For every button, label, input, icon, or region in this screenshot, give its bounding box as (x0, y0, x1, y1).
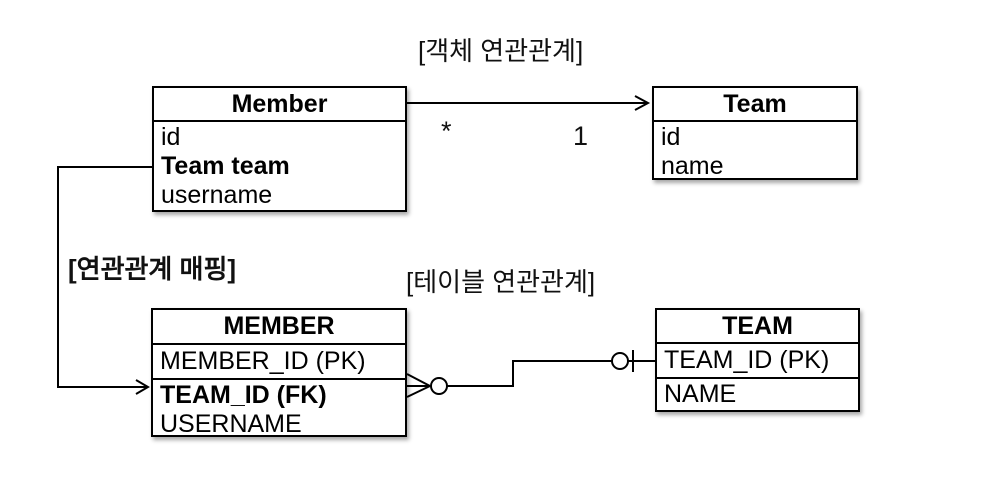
team-table-title: TEAM (657, 310, 858, 344)
fk-relationship-line (406, 350, 655, 398)
member-field-id: id (161, 123, 181, 151)
team-class-title: Team (654, 88, 856, 122)
team-pk-row: TEAM_ID (PK) (657, 344, 858, 379)
member-table-box: MEMBER MEMBER_ID (PK) TEAM_ID (FK) USERN… (151, 308, 407, 440)
member-pk-row: MEMBER_ID (PK) (153, 345, 405, 380)
arrowhead-icon (634, 95, 651, 111)
optional-circle-icon (430, 377, 448, 395)
multiplicity-one-label: 1 (573, 121, 589, 151)
member-class-fields: id Team team username (154, 122, 405, 211)
table-relation-title: [테이블 연관관계] (406, 267, 596, 297)
member-fk-row: TEAM_ID (FK) (160, 381, 327, 409)
team-table-box: TEAM TEAM_ID (PK) NAME (655, 308, 860, 412)
arrowhead-icon (135, 379, 150, 395)
team-class-box: Team id name (652, 86, 858, 180)
crow-foot-icon (406, 373, 431, 398)
member-class-box: Member id Team team username (152, 86, 407, 212)
multiplicity-many-label: * (441, 116, 452, 146)
mapping-label: [연관관계 매핑] (68, 254, 237, 284)
team-table-fields: NAME (657, 379, 858, 410)
member-username-row: USERNAME (160, 410, 302, 438)
optional-circle-icon (611, 352, 629, 370)
team-field-id: id (661, 123, 681, 151)
object-relation-title: [객체 연관관계] (418, 36, 584, 66)
member-table-title: MEMBER (153, 310, 405, 345)
member-table-fields: TEAM_ID (FK) USERNAME (153, 380, 405, 440)
team-name-row: NAME (664, 380, 737, 408)
object-association-arrow (407, 95, 651, 111)
member-field-username: username (161, 181, 273, 209)
team-field-name: name (661, 152, 724, 180)
member-field-team: Team team (161, 152, 290, 180)
member-class-title: Member (154, 88, 405, 122)
team-class-fields: id name (654, 122, 856, 182)
